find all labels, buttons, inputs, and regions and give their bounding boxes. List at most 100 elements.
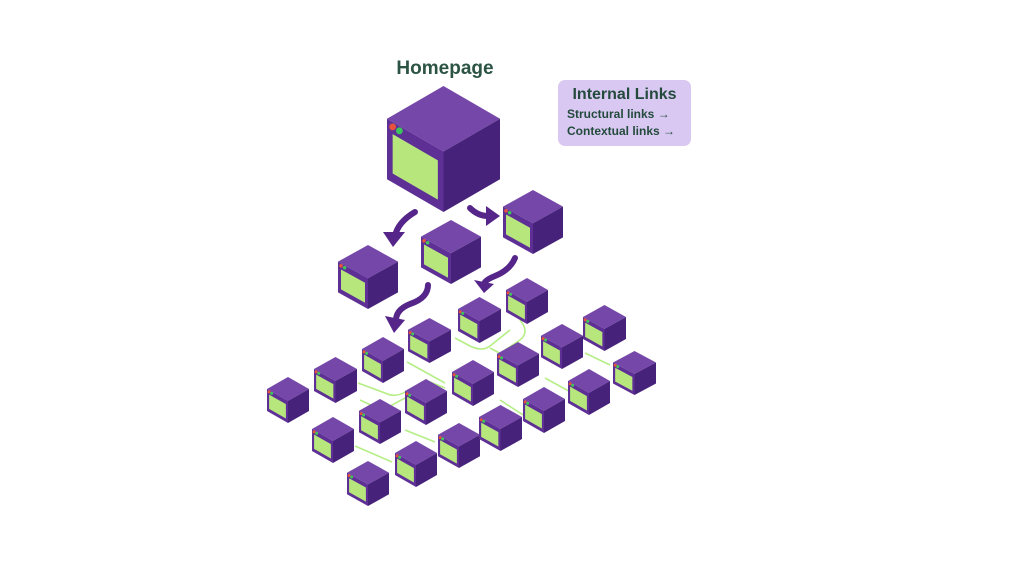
screen-icon (397, 458, 414, 483)
cube-side-face (527, 289, 548, 324)
contextual-link-line (357, 381, 446, 397)
screen-icon (460, 314, 478, 339)
screen-icon (570, 386, 587, 411)
green-dot-icon (342, 265, 347, 270)
page-cube (452, 360, 494, 406)
cube-side-face (604, 316, 626, 351)
red-dot-icon (314, 370, 318, 374)
red-dot-icon (568, 382, 572, 386)
green-dot-icon (362, 413, 366, 417)
cube-side-face (335, 368, 357, 403)
cube-side-face (416, 452, 437, 487)
page-cube (541, 324, 583, 369)
page-cube (438, 423, 480, 468)
cube-side-face (429, 329, 451, 363)
structural-arrow (481, 255, 518, 287)
page-cube (408, 318, 451, 363)
screen-icon (424, 244, 448, 278)
cube-top-face (408, 318, 451, 342)
screen-icon (615, 367, 633, 391)
green-dot-icon (586, 319, 590, 323)
contextual-link-line (584, 352, 611, 366)
screen-icon (585, 322, 603, 347)
page-cube (503, 190, 563, 254)
cube-side-face (368, 472, 389, 506)
screen-icon (392, 134, 438, 200)
red-dot-icon (359, 412, 363, 416)
structural-links (383, 205, 518, 333)
red-dot-icon (523, 400, 527, 404)
page-cube (583, 305, 626, 351)
cube-side-face (479, 308, 501, 343)
screen-icon (525, 404, 542, 429)
red-dot-icon (504, 208, 508, 213)
cube-side-face (333, 428, 354, 463)
screen-icon (407, 396, 424, 421)
cube-side-face (589, 380, 610, 415)
contextual-link-line (404, 429, 436, 443)
screen-icon (410, 335, 428, 359)
green-dot-icon (408, 393, 412, 397)
arrowhead-icon (474, 280, 494, 293)
cube-top-face (503, 190, 563, 224)
red-dot-icon (347, 474, 351, 478)
red-dot-icon (506, 291, 510, 295)
green-dot-icon (441, 437, 445, 441)
cube-side-face (380, 410, 401, 444)
red-dot-icon (267, 390, 271, 394)
green-dot-icon (544, 338, 548, 342)
screen-icon (364, 354, 381, 379)
green-dot-icon (270, 391, 274, 395)
cube-top-face (421, 220, 481, 254)
red-dot-icon (438, 436, 442, 440)
legend-heading: Internal Links (572, 86, 677, 103)
cube-side-face (426, 390, 447, 425)
screen-icon (499, 359, 516, 383)
screen-icon (349, 478, 366, 502)
cube-top-face (347, 461, 389, 485)
cube-top-face (359, 399, 401, 423)
red-dot-icon (583, 318, 587, 322)
cube-side-face (500, 416, 522, 451)
green-dot-icon (507, 210, 512, 215)
screen-icon (341, 269, 365, 303)
screen-icon (506, 214, 530, 248)
page-cube (479, 405, 522, 451)
legend-contextual-links: Contextual links → (567, 124, 676, 138)
cube-side-face (533, 206, 563, 254)
cube-side-face (473, 371, 494, 406)
screen-icon (361, 416, 378, 440)
green-dot-icon (509, 292, 513, 296)
green-dot-icon (350, 475, 354, 479)
green-dot-icon (616, 365, 620, 369)
arrowhead-icon (383, 232, 405, 247)
green-dot-icon (482, 419, 486, 423)
page-cube (395, 441, 437, 487)
contextual-link-line (504, 319, 526, 351)
screen-icon (314, 434, 331, 459)
page-cube (359, 399, 401, 444)
cube-side-face (562, 335, 583, 369)
red-dot-icon (422, 238, 426, 243)
cube-top-face (541, 324, 583, 348)
page-cube (362, 337, 404, 383)
page-cube (421, 220, 481, 284)
cube-side-face (451, 236, 481, 284)
contextual-link-line (354, 445, 393, 463)
red-dot-icon (312, 430, 316, 434)
cube-top-face (387, 86, 500, 152)
page-cube (314, 357, 357, 403)
page-cube (338, 245, 398, 309)
page-cube (613, 351, 656, 395)
cube-side-face (368, 261, 398, 309)
homepage-cube (387, 86, 500, 212)
red-dot-icon (405, 392, 409, 396)
green-dot-icon (315, 431, 319, 435)
green-dot-icon (411, 332, 415, 336)
red-dot-icon (362, 350, 366, 354)
cube-top-face (338, 245, 398, 279)
red-dot-icon (613, 363, 617, 367)
green-dot-icon (526, 401, 530, 405)
green-dot-icon (365, 351, 369, 355)
